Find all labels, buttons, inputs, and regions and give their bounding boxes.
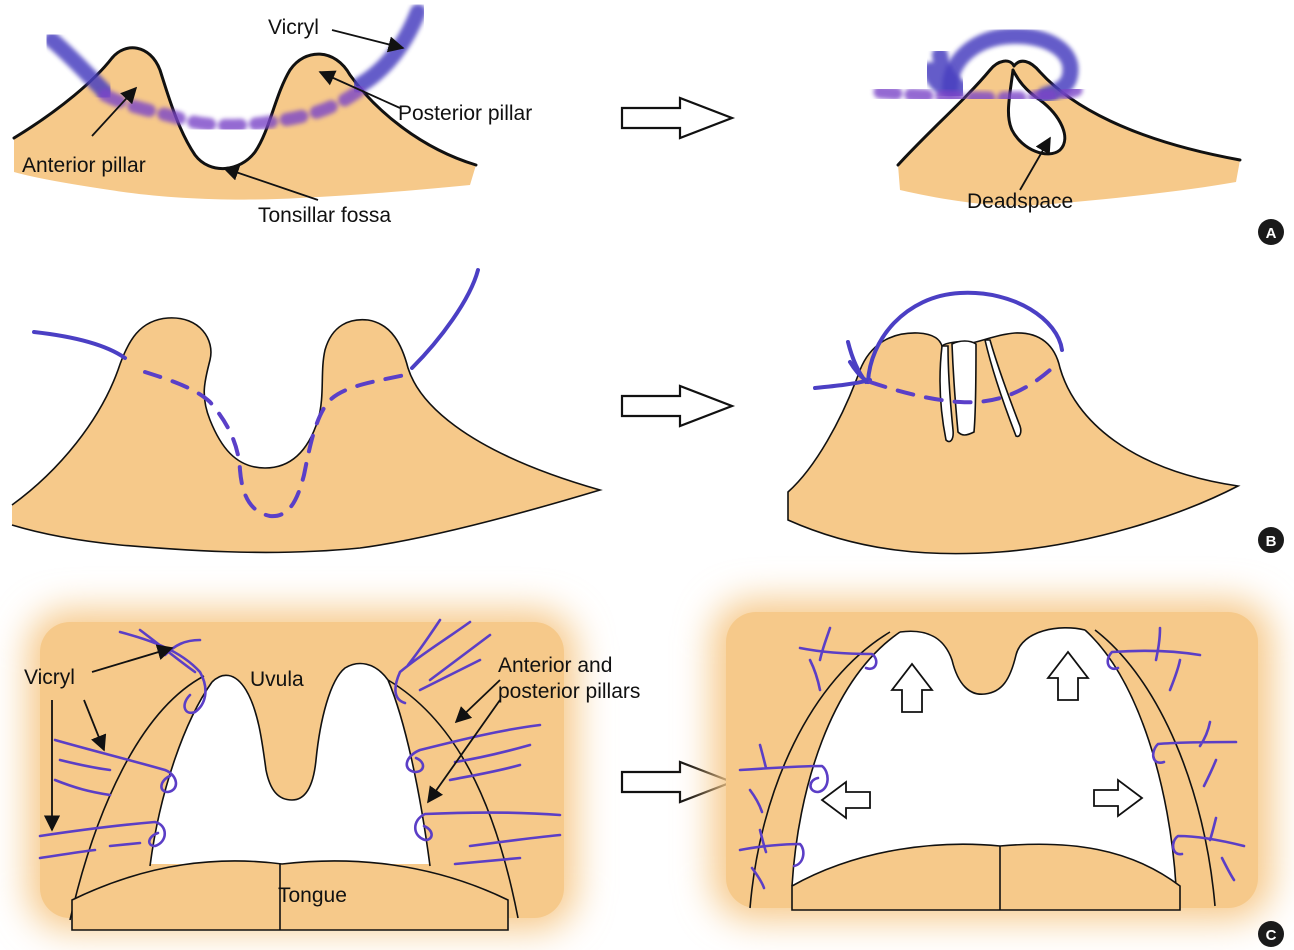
vicryl-suture-b-left: [34, 332, 125, 358]
badge-a-label: A: [1266, 225, 1277, 242]
transition-arrow-b: [622, 386, 732, 426]
label-anterior-pillar: Anterior pillar: [22, 154, 146, 177]
label-tongue: Tongue: [278, 884, 347, 907]
label-vicryl-a: Vicryl: [268, 16, 319, 39]
panel-b-after: [788, 293, 1238, 554]
panel-c-after: [712, 600, 1272, 920]
panel-c: Vicryl Uvula Anterior and posterior pill…: [24, 600, 1284, 947]
panel-c-before: Vicryl Uvula Anterior and posterior pill…: [24, 610, 640, 930]
badge-c: C: [1258, 921, 1284, 947]
panel-b: B: [12, 270, 1284, 554]
vicryl-suture-a-right: [360, 12, 418, 85]
vicryl-pointer-a: [332, 30, 403, 48]
vicryl-suture-b-right: [412, 270, 478, 368]
panel-b-before: [12, 270, 600, 552]
badge-a: A: [1258, 219, 1284, 245]
panel-a: Vicryl Posterior pillar Anterior pillar …: [14, 12, 1284, 245]
label-vicryl-c: Vicryl: [24, 666, 75, 689]
label-uvula: Uvula: [250, 668, 304, 691]
tissue-b-before: [12, 318, 600, 553]
panel-a-after: Deadspace: [880, 36, 1240, 213]
badge-b-label: B: [1266, 533, 1277, 550]
badge-b: B: [1258, 527, 1284, 553]
transition-arrow-a: [622, 98, 732, 138]
label-pillars-line1: Anterior and: [498, 654, 612, 677]
label-deadspace: Deadspace: [967, 190, 1073, 213]
panel-a-before: Vicryl Posterior pillar Anterior pillar …: [14, 12, 532, 227]
vicryl-suture-a-before: [52, 40, 105, 92]
badge-c-label: C: [1266, 927, 1277, 944]
label-pillars-line2: posterior pillars: [498, 680, 640, 703]
label-tonsillar-fossa: Tonsillar fossa: [258, 204, 391, 227]
label-posterior-pillar: Posterior pillar: [398, 102, 532, 125]
